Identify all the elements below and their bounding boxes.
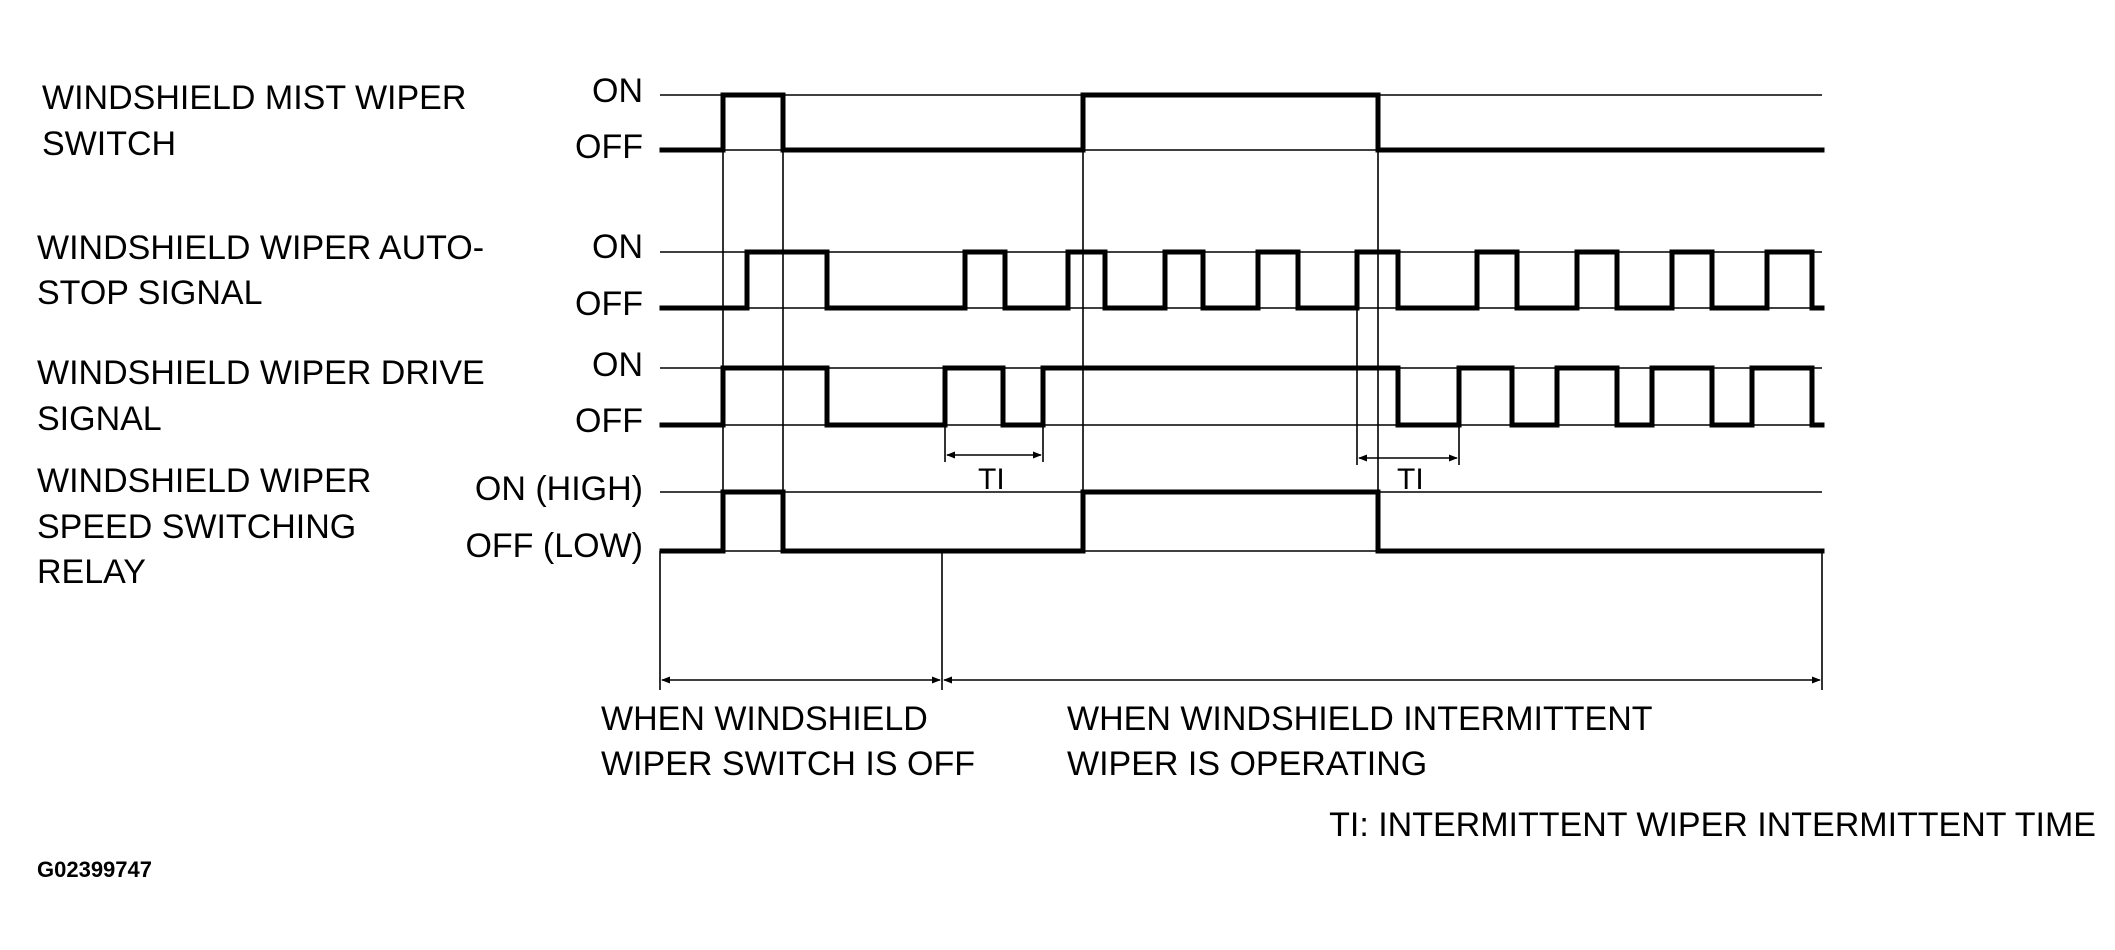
guide-lines xyxy=(659,95,1823,690)
period-label-line: WIPER IS OPERATING xyxy=(1067,745,1427,783)
signal-label-line: WINDSHIELD MIST WIPER xyxy=(42,79,466,117)
period-label-off: WHEN WINDSHIELD WIPER SWITCH IS OFF xyxy=(601,700,975,783)
signal-label-line: RELAY xyxy=(37,553,146,591)
signal-label-line: SPEED SWITCHING xyxy=(37,508,356,546)
waveform-auto-stop xyxy=(659,249,1825,311)
level-label-on: ON xyxy=(592,228,643,266)
period-label-line: WHEN WINDSHIELD INTERMITTENT xyxy=(1067,700,1653,738)
level-label-on-high: ON (HIGH) xyxy=(475,470,643,508)
signal-label-line: WINDSHIELD WIPER DRIVE xyxy=(37,354,485,392)
waveform-drive xyxy=(659,365,1825,428)
period-label-line: WIPER SWITCH IS OFF xyxy=(601,745,975,783)
ti-label: TI xyxy=(1397,463,1424,496)
level-label-off-low: OFF (LOW) xyxy=(465,527,643,565)
signal-label-drive: WINDSHIELD WIPER DRIVE SIGNAL xyxy=(37,354,485,438)
ti-marker-1: TI xyxy=(946,451,1042,496)
reference-lines xyxy=(660,94,1822,552)
signal-label-line: WINDSHIELD WIPER AUTO- xyxy=(37,229,484,267)
level-label-on: ON xyxy=(592,72,643,110)
signal-label-line: WINDSHIELD WIPER xyxy=(37,462,371,500)
period-label-intermittent: WHEN WINDSHIELD INTERMITTENT WIPER IS OP… xyxy=(1067,700,1653,783)
footnote: TI: INTERMITTENT WIPER INTERMITTENT TIME xyxy=(1329,806,2096,844)
level-labels: ON OFF ON OFF ON OFF ON (HIGH) OFF (LOW) xyxy=(465,72,643,565)
figure-code: G02399747 xyxy=(37,857,152,882)
level-label-off: OFF xyxy=(575,128,643,166)
waveform-mist-switch xyxy=(659,92,1825,153)
level-label-off: OFF xyxy=(575,285,643,323)
ti-label: TI xyxy=(978,463,1005,496)
signal-label-line: STOP SIGNAL xyxy=(37,274,263,312)
signal-label-line: SIGNAL xyxy=(37,400,162,438)
signal-label-relay: WINDSHIELD WIPER SPEED SWITCHING RELAY xyxy=(37,462,371,591)
level-label-on: ON xyxy=(592,346,643,384)
signal-label-mist-switch: WINDSHIELD MIST WIPER SWITCH xyxy=(42,79,466,163)
waveform-relay xyxy=(659,489,1825,554)
signal-label-auto-stop: WINDSHIELD WIPER AUTO- STOP SIGNAL xyxy=(37,229,484,312)
signal-label-line: SWITCH xyxy=(42,125,176,163)
level-label-off: OFF xyxy=(575,402,643,440)
ti-marker-2: TI xyxy=(1358,454,1458,496)
period-label-line: WHEN WINDSHIELD xyxy=(601,700,928,738)
